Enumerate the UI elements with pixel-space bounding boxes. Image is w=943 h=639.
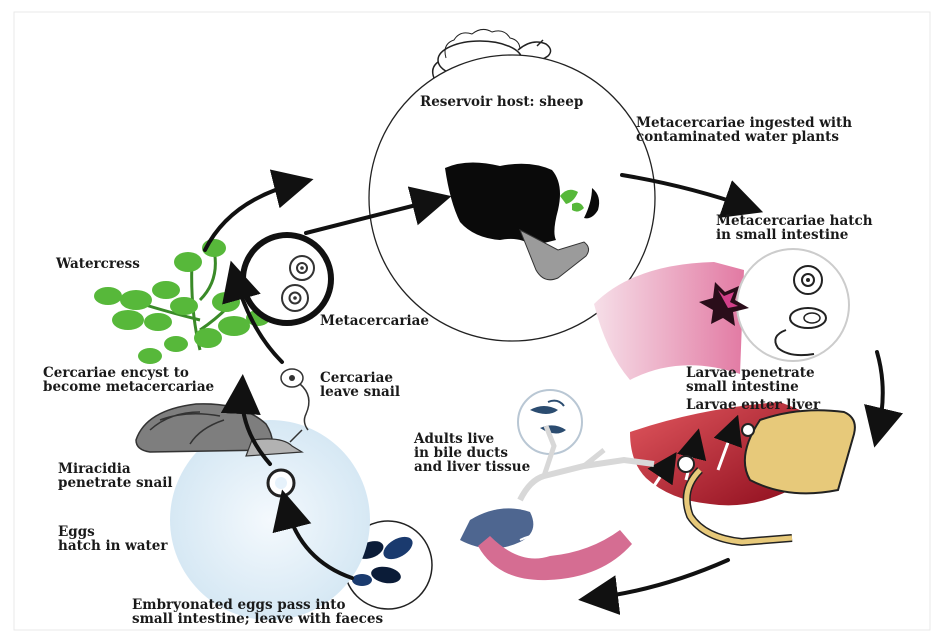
label-larvae-enter-liver: Larvae enter liver <box>686 398 820 412</box>
arrow-to-liver <box>877 352 883 432</box>
metacercariae-circle <box>243 235 331 323</box>
cercaria-icon <box>281 369 309 430</box>
label-metacercariae: Metacercariae <box>320 314 429 328</box>
label-cercariae-encyst: Cercariae encyst to become metacercariae <box>43 366 214 394</box>
label-miracidia-penetrate: Miracidia penetrate snail <box>58 462 172 490</box>
arrow-liver-to-eggs <box>594 560 728 598</box>
label-metacercariae-hatch: Metacercariae hatch in small intestine <box>716 214 873 242</box>
label-metacercariae-ingested: Metacercariae ingested with contaminated… <box>636 116 852 144</box>
label-larvae-penetrate: Larvae penetrate small intestine <box>686 366 815 394</box>
label-embryonated-eggs: Embryonated eggs pass into small intesti… <box>132 598 383 626</box>
label-eggs-hatch: Eggs hatch in water <box>58 525 167 553</box>
label-watercress: Watercress <box>56 257 140 271</box>
label-reservoir-host: Reservoir host: sheep <box>420 95 583 109</box>
label-adults-live: Adults live in bile ducts and liver tiss… <box>414 432 530 474</box>
label-cercariae-leave-snail: Cercariae leave snail <box>320 371 400 399</box>
liver-icon <box>630 402 855 542</box>
